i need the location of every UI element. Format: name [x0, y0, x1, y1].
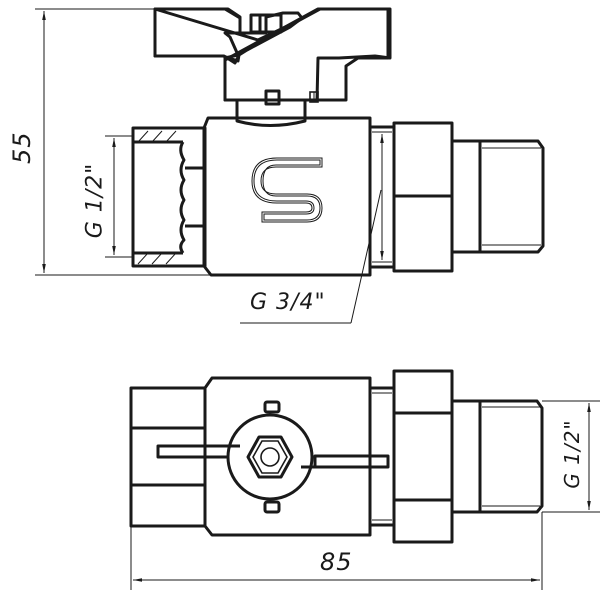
- inlet-female-port: [105, 126, 207, 268]
- dimension-length: [130, 512, 543, 590]
- dimension-outlet-thread: [542, 400, 600, 513]
- handle-top: [156, 400, 390, 514]
- inlet-thread-label: G 1/2": [82, 162, 108, 239]
- outlet-male-port: [450, 139, 545, 254]
- front-view: [35, 7, 545, 324]
- valve-handle: [153, 7, 392, 127]
- dimension-height: [35, 8, 210, 276]
- union-nut-top: [392, 369, 454, 544]
- height-dimension-label: 55: [8, 131, 36, 164]
- brand-logo-s: [251, 157, 323, 223]
- union-thread-leader: [350, 189, 382, 324]
- union-thread-label: G 3/4": [250, 290, 326, 315]
- outlet-thread-label: G 1/2": [560, 419, 584, 489]
- outlet-male-top: [450, 399, 544, 514]
- union-nut: [392, 121, 454, 273]
- top-view: [129, 369, 600, 590]
- valve-body: [202, 116, 372, 277]
- union-neck: [368, 125, 396, 269]
- length-dimension-label: 85: [320, 548, 353, 576]
- valve-body-top: [203, 376, 372, 537]
- hex-nut-icon: [246, 435, 294, 479]
